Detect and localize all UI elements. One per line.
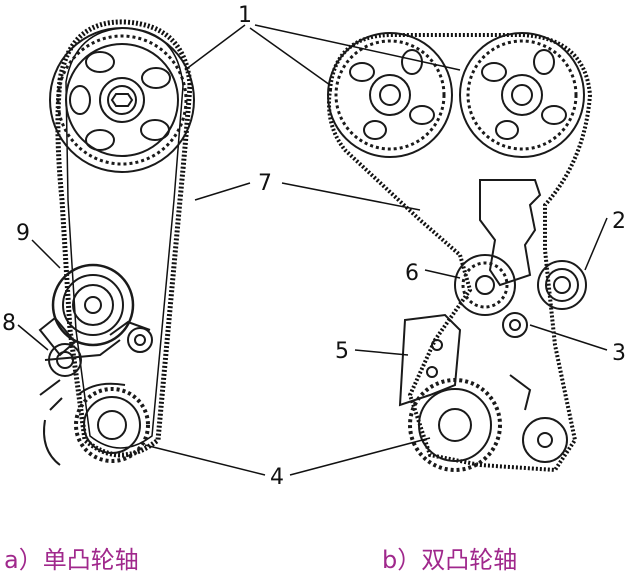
idler-pulley-6	[454, 254, 516, 316]
callout-2: 2	[612, 209, 626, 234]
crankshaft-sprocket-a	[74, 382, 150, 463]
callout-4: 4	[270, 465, 284, 490]
guide-pulley-a	[127, 327, 153, 353]
callout-1: 1	[238, 3, 252, 28]
caption-a: a）单凸轮轴	[4, 546, 139, 574]
callout-5: 5	[335, 339, 349, 364]
crankshaft-sprocket-b	[408, 378, 502, 472]
caption-b: b）双凸轮轴	[382, 546, 518, 574]
single-camshaft-assembly	[38, 19, 195, 466]
engine-housing-bracket	[479, 179, 542, 287]
callout-7: 7	[258, 171, 272, 196]
tensioner-pulley-9	[38, 263, 135, 361]
tensioner-pulley-2	[537, 260, 587, 310]
callout-3: 3	[612, 341, 626, 366]
callout-labels: 1 2 3 4 5 6 7 8 9	[2, 3, 626, 490]
timing-belt-b	[327, 33, 593, 473]
camshaft-sprocket-a	[49, 27, 195, 173]
timing-belt-a	[55, 19, 193, 458]
water-pump-pulley	[522, 417, 568, 463]
camshaft-sprocket-left	[327, 32, 453, 158]
idler-pulley-8	[39, 343, 82, 466]
callout-8: 8	[2, 311, 16, 336]
callout-9: 9	[16, 221, 30, 246]
callout-6: 6	[405, 261, 419, 286]
guide-pulley-b	[502, 312, 528, 338]
leader-lines	[17, 24, 608, 476]
camshaft-sprocket-right	[459, 32, 585, 158]
double-camshaft-assembly	[327, 32, 593, 473]
tensioner-arm-5	[398, 313, 462, 407]
